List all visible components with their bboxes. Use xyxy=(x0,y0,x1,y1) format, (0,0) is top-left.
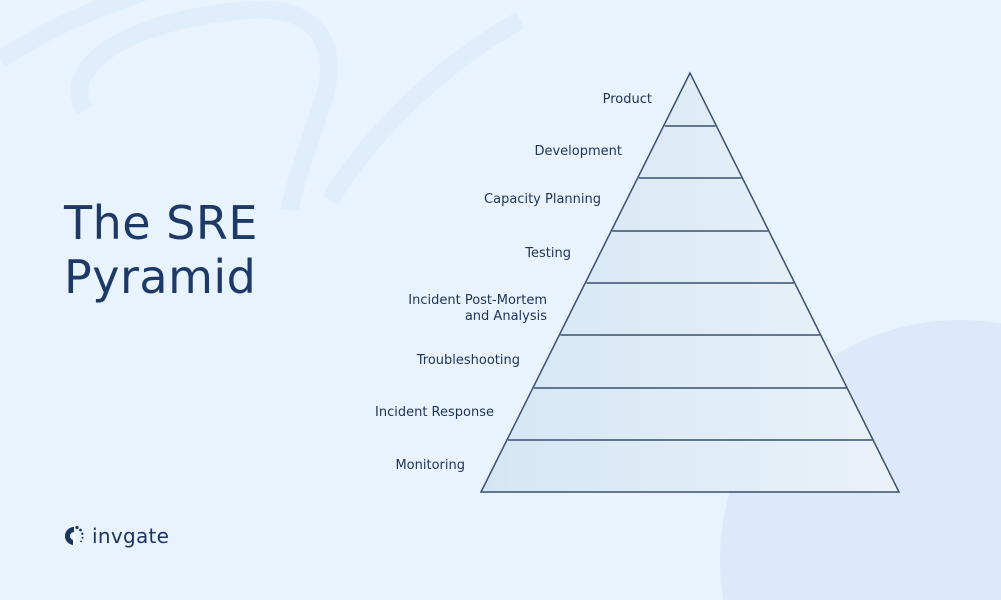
title-line-2: Pyramid xyxy=(64,250,257,304)
level-incident-response: Incident Response xyxy=(375,405,494,420)
brand-logo: invgate xyxy=(62,524,169,548)
level-incident-post-mortem: Incident Post-Mortem and Analysis xyxy=(408,293,547,325)
level-product: Product xyxy=(602,92,652,107)
level-capacity-planning: Capacity Planning xyxy=(484,192,601,207)
level-troubleshooting: Troubleshooting xyxy=(416,353,520,368)
level-label-line-2: and Analysis xyxy=(464,309,547,324)
brand-name: invgate xyxy=(92,524,170,548)
invgate-logo-icon xyxy=(64,525,84,545)
title-line-1: The SRE xyxy=(64,196,258,250)
level-development: Development xyxy=(534,144,622,159)
level-testing: Testing xyxy=(525,246,571,261)
level-monitoring: Monitoring xyxy=(395,458,465,473)
pyramid xyxy=(479,71,901,493)
page-title: The SRE Pyramid xyxy=(64,196,258,304)
level-label-line-1: Incident Post-Mortem xyxy=(408,293,547,308)
